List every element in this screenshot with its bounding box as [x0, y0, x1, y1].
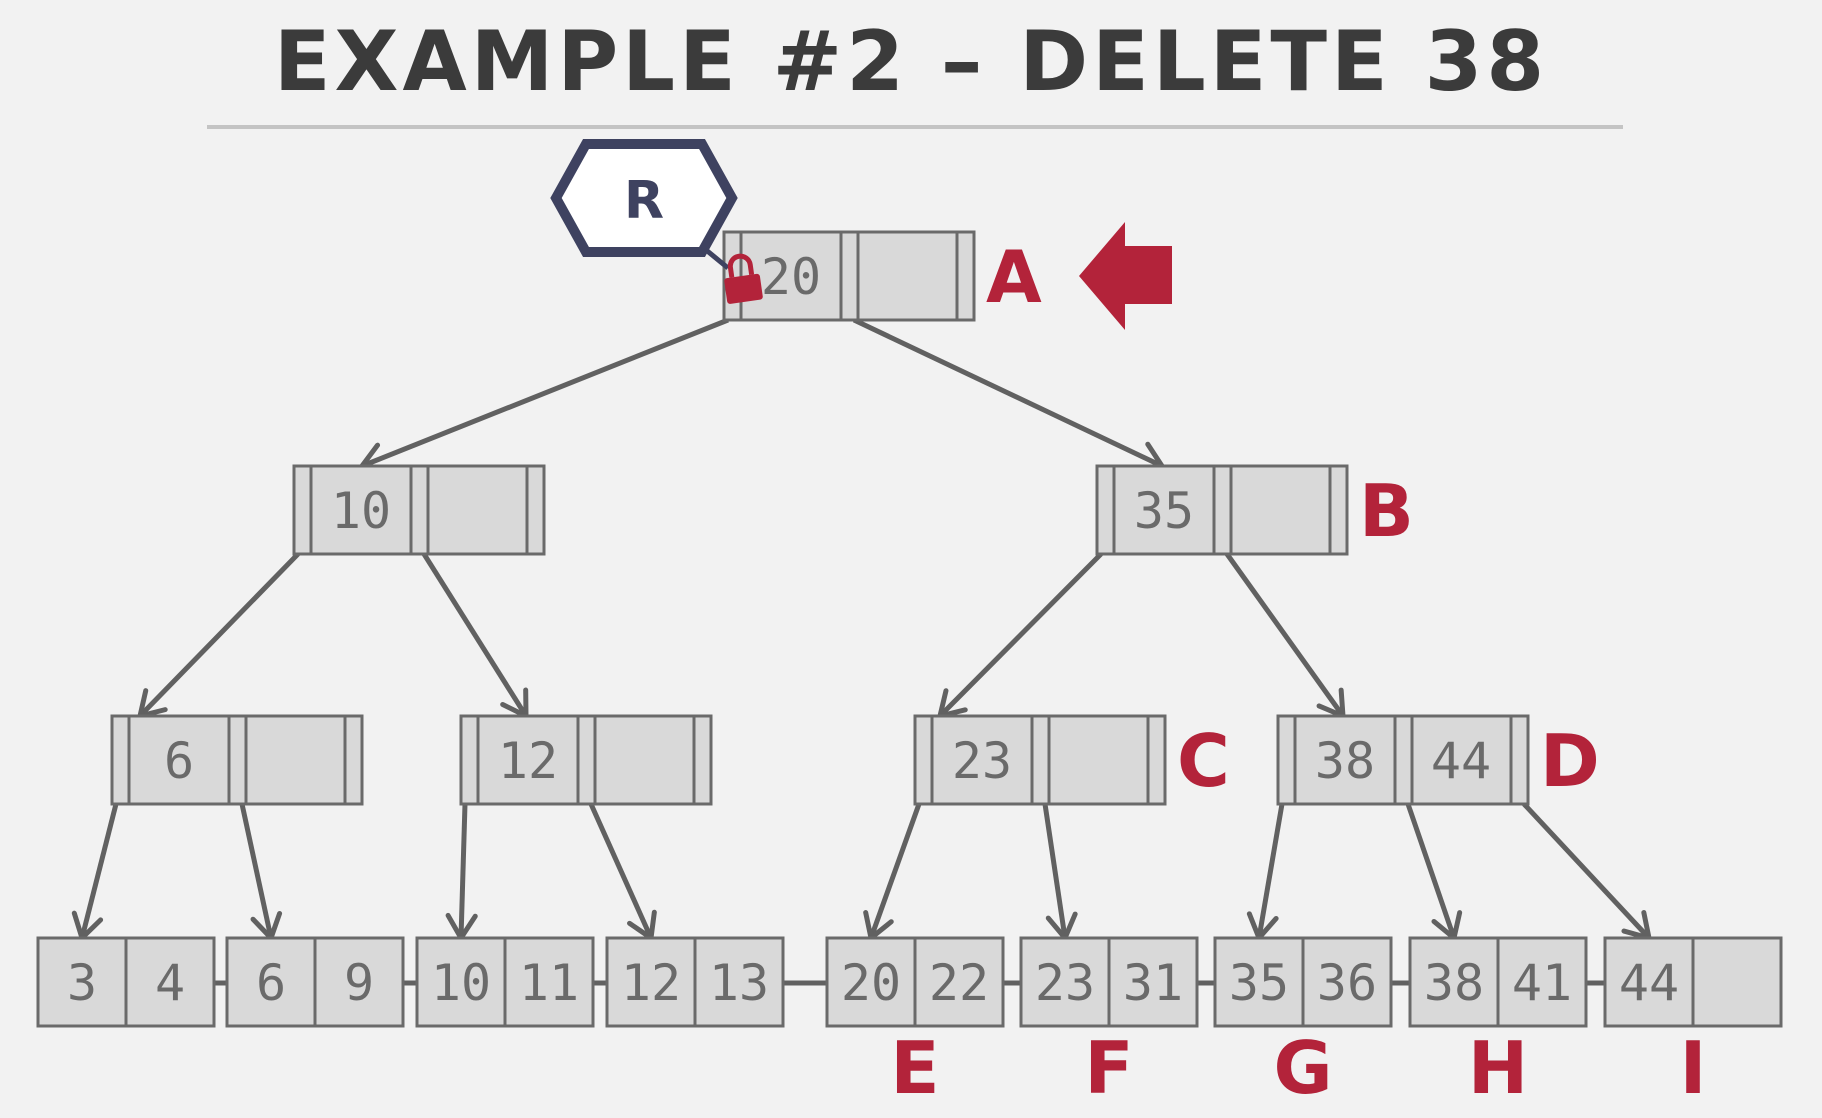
node-key: 35 [1134, 482, 1194, 540]
overlay-marks: R [550, 139, 1172, 330]
leaf-key: 36 [1317, 954, 1377, 1012]
leaf-node-h: 38 41H [1408, 936, 1588, 1110]
leaf-key: 23 [1035, 954, 1095, 1012]
leaf-key: 35 [1229, 954, 1289, 1012]
leaf-node-g: 35 36G [1213, 936, 1393, 1110]
inner-node-n12: 12 [459, 714, 713, 806]
inner-node-b: 35 B [1095, 464, 1414, 556]
leaf-node-f: 23 31F [1019, 936, 1199, 1110]
leaf-key: 44 [1619, 954, 1679, 1012]
leaf-key: 41 [1512, 954, 1572, 1012]
node-label-d: D [1540, 719, 1600, 803]
leaf-label-h: H [1468, 1026, 1528, 1110]
leaf-node-i: 44I [1603, 936, 1783, 1110]
leaf-node-l4: 12 13 [605, 936, 785, 1028]
inner-node-l: 10 [292, 464, 546, 556]
node-key: 38 [1315, 732, 1375, 790]
leaf-node-e: 20 22E [825, 936, 1005, 1110]
tree-edge [137, 552, 300, 719]
leaf-label-f: F [1084, 1026, 1133, 1110]
tree-edge [588, 802, 657, 941]
page-title: EXAMPLE #2 – DELETE 38 [274, 13, 1548, 110]
tree-edge [71, 803, 119, 941]
tree-edge [1224, 552, 1346, 719]
leaf-key: 6 [256, 954, 286, 1012]
leaf-key: 9 [344, 954, 374, 1012]
leaf-key: 12 [621, 954, 681, 1012]
leaf-key: 4 [155, 954, 185, 1012]
tree-edge [1042, 803, 1078, 941]
node-key: 10 [331, 482, 391, 540]
leaf-key: 31 [1123, 954, 1183, 1012]
node-label-a: A [986, 235, 1042, 319]
left-arrow-icon [1079, 222, 1172, 330]
leaf-key: 11 [519, 954, 579, 1012]
node-key: 23 [952, 732, 1012, 790]
tree-edge [852, 317, 1165, 472]
leaf-node-l3: 10 11 [415, 936, 595, 1028]
leaf-key: 20 [841, 954, 901, 1012]
tree-edges [71, 317, 1652, 941]
tree-edge [1522, 802, 1652, 941]
node-label-b: B [1359, 469, 1414, 553]
leaf-key: 13 [709, 954, 769, 1012]
hexagon-icon [550, 139, 738, 257]
leaf-key: 38 [1424, 954, 1484, 1012]
inner-node-a: 20 A [722, 230, 1042, 322]
leaf-key: 22 [929, 954, 989, 1012]
tree-edge [1246, 803, 1285, 941]
node-key: 44 [1431, 732, 1491, 790]
leaf-key: 3 [67, 954, 97, 1012]
root-pointer-label: R [624, 171, 664, 231]
node-key: 12 [498, 732, 558, 790]
tree-edge [445, 803, 478, 941]
tree-edge [359, 317, 729, 473]
node-label-c: C [1177, 719, 1230, 803]
tree-edge [863, 803, 922, 941]
leaf-label-g: G [1273, 1026, 1332, 1110]
tree-edge [421, 552, 529, 719]
inner-node-d: 38 44 D [1276, 714, 1600, 806]
tree-edge [239, 803, 283, 941]
leaf-key: 10 [431, 954, 491, 1012]
node-key: 6 [164, 732, 194, 790]
padlock-icon [724, 253, 763, 304]
root-pointer: R [550, 139, 738, 270]
leaf-label-i: I [1680, 1026, 1707, 1110]
tree-edge [1405, 803, 1463, 941]
leaf-label-e: E [890, 1026, 939, 1110]
node-key: 20 [761, 248, 821, 306]
inner-node-n6: 6 [110, 714, 364, 806]
inner-node-c: 23 C [913, 714, 1230, 806]
tree-edge [937, 552, 1103, 719]
